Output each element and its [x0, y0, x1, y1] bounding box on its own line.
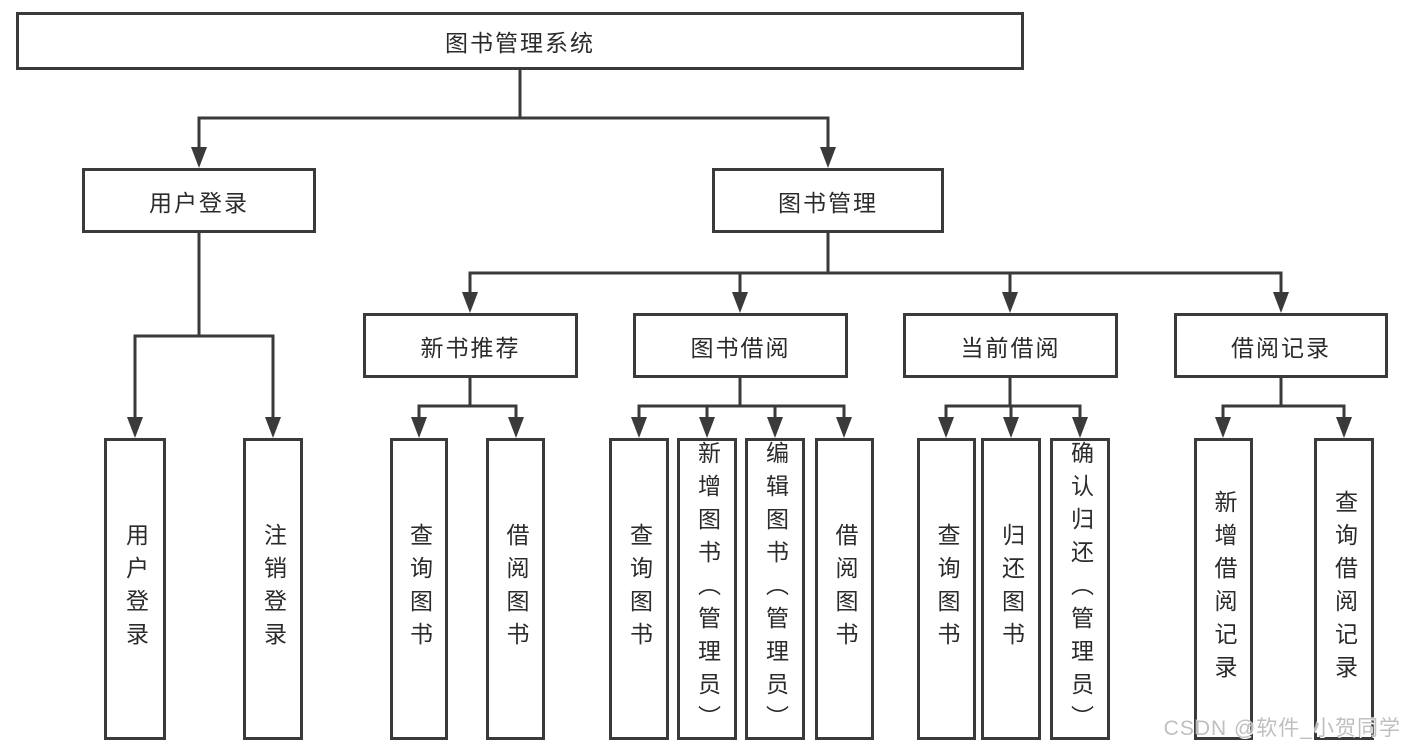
node-label: 查询图书	[406, 523, 433, 655]
node-user-login: 用户登录	[82, 168, 316, 233]
node-label: 确认归还（管理员）	[1067, 441, 1094, 738]
csdn-watermark: CSDN @软件_小贺同学	[1163, 717, 1401, 740]
node-label: 新增图书（管理员）	[694, 441, 721, 738]
node-label: 借阅记录	[1231, 334, 1331, 361]
leaf-query-borrow-record: 查询借阅记录	[1314, 438, 1374, 740]
node-label: 查询借阅记录	[1331, 490, 1358, 688]
wire-user-login	[133, 233, 275, 418]
leaf-user-login: 用户登录	[104, 438, 166, 740]
wire-new-book	[417, 378, 518, 418]
wire-borrowing-records	[1221, 378, 1346, 418]
node-library-management-system: 图书管理系统	[16, 12, 1024, 70]
leaf-add-books-admin: 新增图书（管理员）	[677, 438, 737, 740]
node-book-borrowing: 图书借阅	[633, 313, 848, 378]
node-label: 当前借阅	[960, 334, 1061, 361]
leaf-add-borrow-record: 新增借阅记录	[1194, 438, 1253, 740]
node-label: 图书管理系统	[445, 30, 595, 56]
wire-book-management	[468, 233, 1283, 293]
node-label: 新增借阅记录	[1211, 490, 1237, 688]
leaf-query-books-recommend: 查询图书	[390, 438, 448, 740]
node-label: 图书借阅	[690, 334, 791, 361]
node-label: 查询图书	[934, 523, 960, 655]
node-current-borrowing: 当前借阅	[903, 313, 1118, 378]
node-label: 图书管理	[778, 189, 878, 216]
node-label: 查询图书	[626, 523, 653, 655]
node-label: 借阅图书	[832, 523, 858, 655]
node-borrowing-records: 借阅记录	[1174, 313, 1388, 378]
node-label: 归还图书	[998, 523, 1025, 655]
leaf-query-books-current: 查询图书	[917, 438, 976, 740]
leaf-query-books-borrowing: 查询图书	[609, 438, 669, 740]
node-label: 编辑图书（管理员）	[762, 441, 789, 738]
arrowheads	[127, 147, 1352, 438]
leaf-return-books: 归还图书	[981, 438, 1041, 740]
node-label: 借阅图书	[503, 523, 529, 655]
leaf-borrow-books-recommend: 借阅图书	[486, 438, 545, 740]
node-label: 用户登录	[122, 523, 149, 655]
wire-current-borrowing	[944, 378, 1082, 418]
leaf-confirm-return-admin: 确认归还（管理员）	[1050, 438, 1110, 740]
node-book-management: 图书管理	[712, 168, 944, 233]
leaf-borrow-books-borrowing: 借阅图书	[815, 438, 874, 740]
node-label: 注销登录	[260, 523, 287, 655]
node-new-book-recommendation: 新书推荐	[363, 313, 578, 378]
leaf-edit-books-admin: 编辑图书（管理员）	[745, 438, 805, 740]
node-label: 用户登录	[149, 189, 249, 216]
wire-book-borrowing	[637, 378, 846, 418]
leaf-logout: 注销登录	[243, 438, 303, 740]
wire-root	[197, 70, 830, 148]
node-label: 新书推荐	[420, 334, 521, 361]
